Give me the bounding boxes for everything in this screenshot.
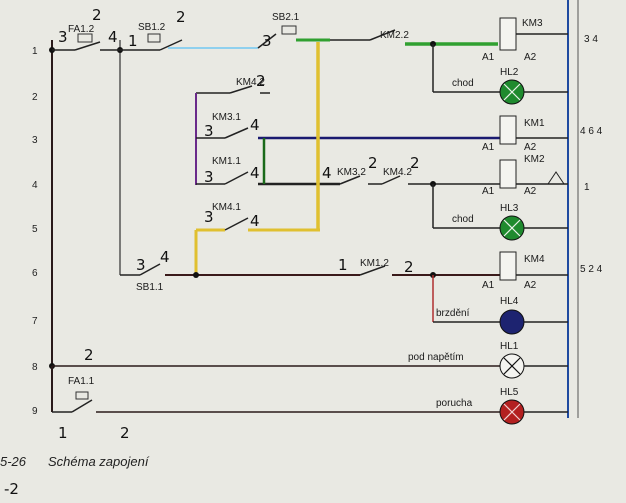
coil-a2: A2 bbox=[524, 280, 537, 291]
row-3-circuit bbox=[196, 127, 500, 140]
lamp-text: chod bbox=[452, 214, 474, 225]
lamp-name: HL2 bbox=[500, 67, 519, 78]
row-number: 3 bbox=[32, 135, 38, 146]
coil-km2: KM2 A1 A2 bbox=[482, 154, 568, 197]
row-number: 2 bbox=[32, 92, 38, 103]
ref-km3: 3 4 bbox=[584, 34, 598, 45]
row-numbers: 1 2 3 4 5 6 7 8 9 bbox=[32, 46, 38, 417]
coil-name: KM4 bbox=[524, 254, 545, 265]
label-fa12: FA1.2 bbox=[68, 24, 95, 35]
hand-num: 1 bbox=[338, 256, 348, 274]
hand-num: 3 bbox=[136, 256, 146, 274]
label-km41: KM4.1 bbox=[212, 202, 241, 213]
lamp-hl4: HL4 brzdění bbox=[436, 296, 568, 335]
hand-num: 3 bbox=[204, 122, 214, 140]
row-2-circuit bbox=[195, 44, 500, 185]
label-km42: KM4.2 bbox=[236, 77, 265, 88]
right-bus bbox=[567, 0, 579, 418]
row-number: 5 bbox=[32, 224, 38, 235]
ref-km1: 4 6 4 bbox=[580, 126, 603, 137]
hand-num: 4 bbox=[108, 28, 118, 46]
label-km12: KM1.2 bbox=[360, 258, 389, 269]
lamp-text: brzdění bbox=[436, 308, 470, 319]
lamp-text: porucha bbox=[436, 398, 473, 409]
label-km4x: KM4.2 bbox=[383, 167, 412, 178]
label-fa11: FA1.1 bbox=[68, 376, 95, 387]
lamp-hl5: HL5 porucha bbox=[436, 387, 568, 425]
row-5-circuit bbox=[194, 42, 500, 275]
hand-num: 3 bbox=[204, 208, 214, 226]
hand-num: 4 bbox=[250, 212, 260, 230]
coil-name: KM2 bbox=[524, 154, 545, 165]
hand-num: 2 bbox=[404, 258, 414, 276]
lamp-hl1: HL1 pod napětím bbox=[408, 341, 568, 379]
ref-km2: 1 bbox=[584, 182, 590, 193]
lamp-name: HL3 bbox=[500, 203, 519, 214]
hand-num: 2 bbox=[120, 424, 130, 442]
hand-num: 4 bbox=[322, 164, 332, 182]
row-1-circuit bbox=[52, 25, 498, 51]
label-km32: KM3.2 bbox=[337, 167, 366, 178]
label-sb21: SB2.1 bbox=[272, 12, 300, 23]
row-4-circuit bbox=[196, 138, 500, 187]
row-number: 6 bbox=[32, 268, 38, 279]
hand-num: 1 bbox=[58, 424, 68, 442]
lamp-name: HL4 bbox=[500, 296, 519, 307]
hand-num: 4 bbox=[160, 248, 170, 266]
hand-num: 4 bbox=[250, 164, 260, 182]
coil-a2: A2 bbox=[524, 52, 537, 63]
hand-num: 4 bbox=[250, 116, 260, 134]
coil-a2: A2 bbox=[524, 142, 537, 153]
hand-num: 2 bbox=[256, 72, 266, 90]
row-number: 4 bbox=[32, 180, 38, 191]
coil-a1: A1 bbox=[482, 142, 495, 153]
handwritten-numbers: 3 4 2 1 2 3 2 3 4 3 4 4 2 2 3 4 3 4 1 2 … bbox=[4, 6, 420, 498]
hand-num: 1 bbox=[128, 32, 138, 50]
coil-a2: A2 bbox=[524, 186, 537, 197]
label-km22: KM2.2 bbox=[380, 30, 409, 41]
figure-caption: Schéma zapojení bbox=[48, 454, 150, 469]
lamp-name: HL1 bbox=[500, 341, 519, 352]
lamp-text: pod napětím bbox=[408, 352, 464, 363]
row-number: 9 bbox=[32, 406, 38, 417]
lamp-hl3: HL3 chod bbox=[452, 203, 568, 241]
row-6-circuit bbox=[120, 263, 500, 323]
lamp-hl2: HL2 chod bbox=[452, 67, 568, 105]
lamp-name: HL5 bbox=[500, 387, 519, 398]
figure-number: 5-26 bbox=[0, 454, 27, 469]
hand-num: 3 bbox=[204, 168, 214, 186]
coil-name: KM3 bbox=[522, 18, 543, 29]
row-number: 7 bbox=[32, 316, 38, 327]
label-sb12: SB1.2 bbox=[138, 22, 166, 33]
hand-num: 2 bbox=[92, 6, 102, 24]
row-number: 8 bbox=[32, 362, 38, 373]
row-number: 1 bbox=[32, 46, 38, 57]
row-9-circuit bbox=[51, 366, 500, 413]
hand-num: 2 bbox=[176, 8, 186, 26]
hand-num: 2 bbox=[368, 154, 378, 172]
hand-num: 2 bbox=[84, 346, 94, 364]
hand-num: 3 bbox=[58, 28, 68, 46]
hand-num: 3 bbox=[262, 32, 272, 50]
hand-num: -2 bbox=[4, 480, 19, 498]
hand-num: 2 bbox=[410, 154, 420, 172]
coil-km3: KM3 A1 A2 bbox=[482, 17, 568, 63]
coil-a1: A1 bbox=[482, 186, 495, 197]
label-km11: KM1.1 bbox=[212, 156, 241, 167]
lamp-text: chod bbox=[452, 78, 474, 89]
coil-name: KM1 bbox=[524, 118, 545, 129]
label-km31: KM3.1 bbox=[212, 112, 241, 123]
coil-a1: A1 bbox=[482, 52, 495, 63]
coil-km1: KM1 A1 A2 bbox=[482, 115, 568, 153]
coil-a1: A1 bbox=[482, 280, 495, 291]
coil-km4: KM4 A1 A2 bbox=[482, 251, 568, 291]
ref-km4: 5 2 4 bbox=[580, 264, 603, 275]
label-sb11: SB1.1 bbox=[136, 282, 164, 293]
